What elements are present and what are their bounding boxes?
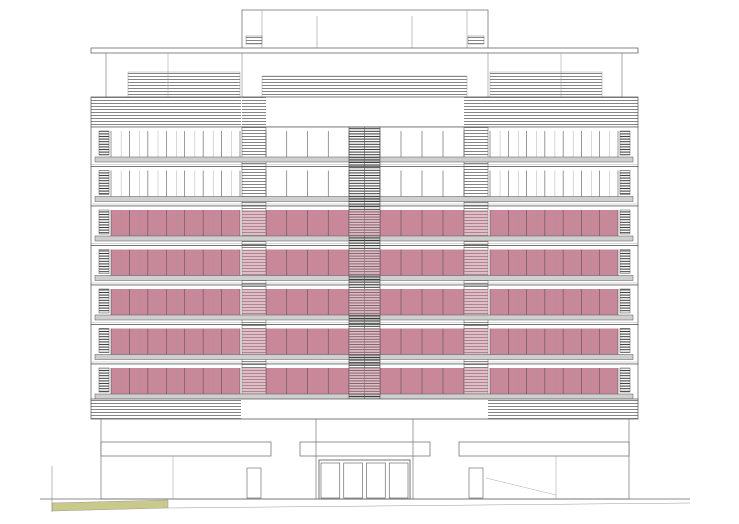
roof-penthouse: [241, 9, 489, 51]
ground-floor: [100, 418, 630, 500]
side-louvre: [98, 209, 110, 235]
unit-highlight: [464, 328, 488, 355]
unit-highlight: [242, 289, 266, 315]
unit-highlight: [490, 289, 618, 315]
side-louvre: [98, 367, 110, 393]
unit-highlight: [464, 210, 488, 236]
side-louvre: [619, 130, 631, 156]
unit-highlight: [490, 210, 618, 236]
unit-highlight: [464, 289, 488, 315]
roof-canopy: [90, 47, 639, 54]
side-louvre: [619, 328, 631, 353]
unit-highlight: [464, 249, 488, 276]
stair-tower: [348, 126, 381, 406]
side-louvre: [619, 170, 631, 195]
side-louvre: [98, 328, 110, 353]
side-louvre: [619, 249, 631, 274]
unit-highlight: [349, 289, 380, 315]
unit-highlight: [111, 210, 240, 236]
unit-highlight: [349, 210, 380, 236]
unit-highlight: [464, 368, 488, 394]
side-louvre: [619, 288, 631, 314]
unit-highlight: [242, 210, 266, 236]
entrance-door: [388, 462, 409, 499]
unit-highlight: [349, 328, 380, 355]
podium-band: [90, 398, 639, 420]
unit-highlight: [111, 289, 240, 315]
parapet-band: [90, 96, 639, 128]
entrance-frame: [318, 459, 411, 500]
roof-level-terrace: [105, 52, 623, 98]
side-louvre: [98, 130, 110, 156]
unit-highlight: [111, 368, 240, 394]
unit-highlight: [490, 328, 618, 355]
side-louvre: [619, 209, 631, 235]
side-louvre: [98, 288, 110, 314]
unit-highlight: [490, 249, 618, 276]
side-louvre: [98, 249, 110, 274]
entrance-doors: [318, 459, 411, 500]
unit-highlight: [111, 249, 240, 276]
unit-highlight: [349, 368, 380, 394]
side-louvre: [619, 367, 631, 393]
unit-highlight: [490, 368, 618, 394]
entrance-door: [320, 462, 341, 499]
side-louvre: [98, 170, 110, 195]
entrance-door: [366, 462, 386, 499]
ground-line: [40, 466, 691, 512]
unit-highlight: [242, 249, 266, 276]
unit-highlight: [111, 328, 240, 355]
unit-highlight: [242, 368, 266, 394]
unit-highlight: [242, 328, 266, 355]
unit-highlight: [349, 249, 380, 276]
entrance-door: [343, 462, 363, 499]
